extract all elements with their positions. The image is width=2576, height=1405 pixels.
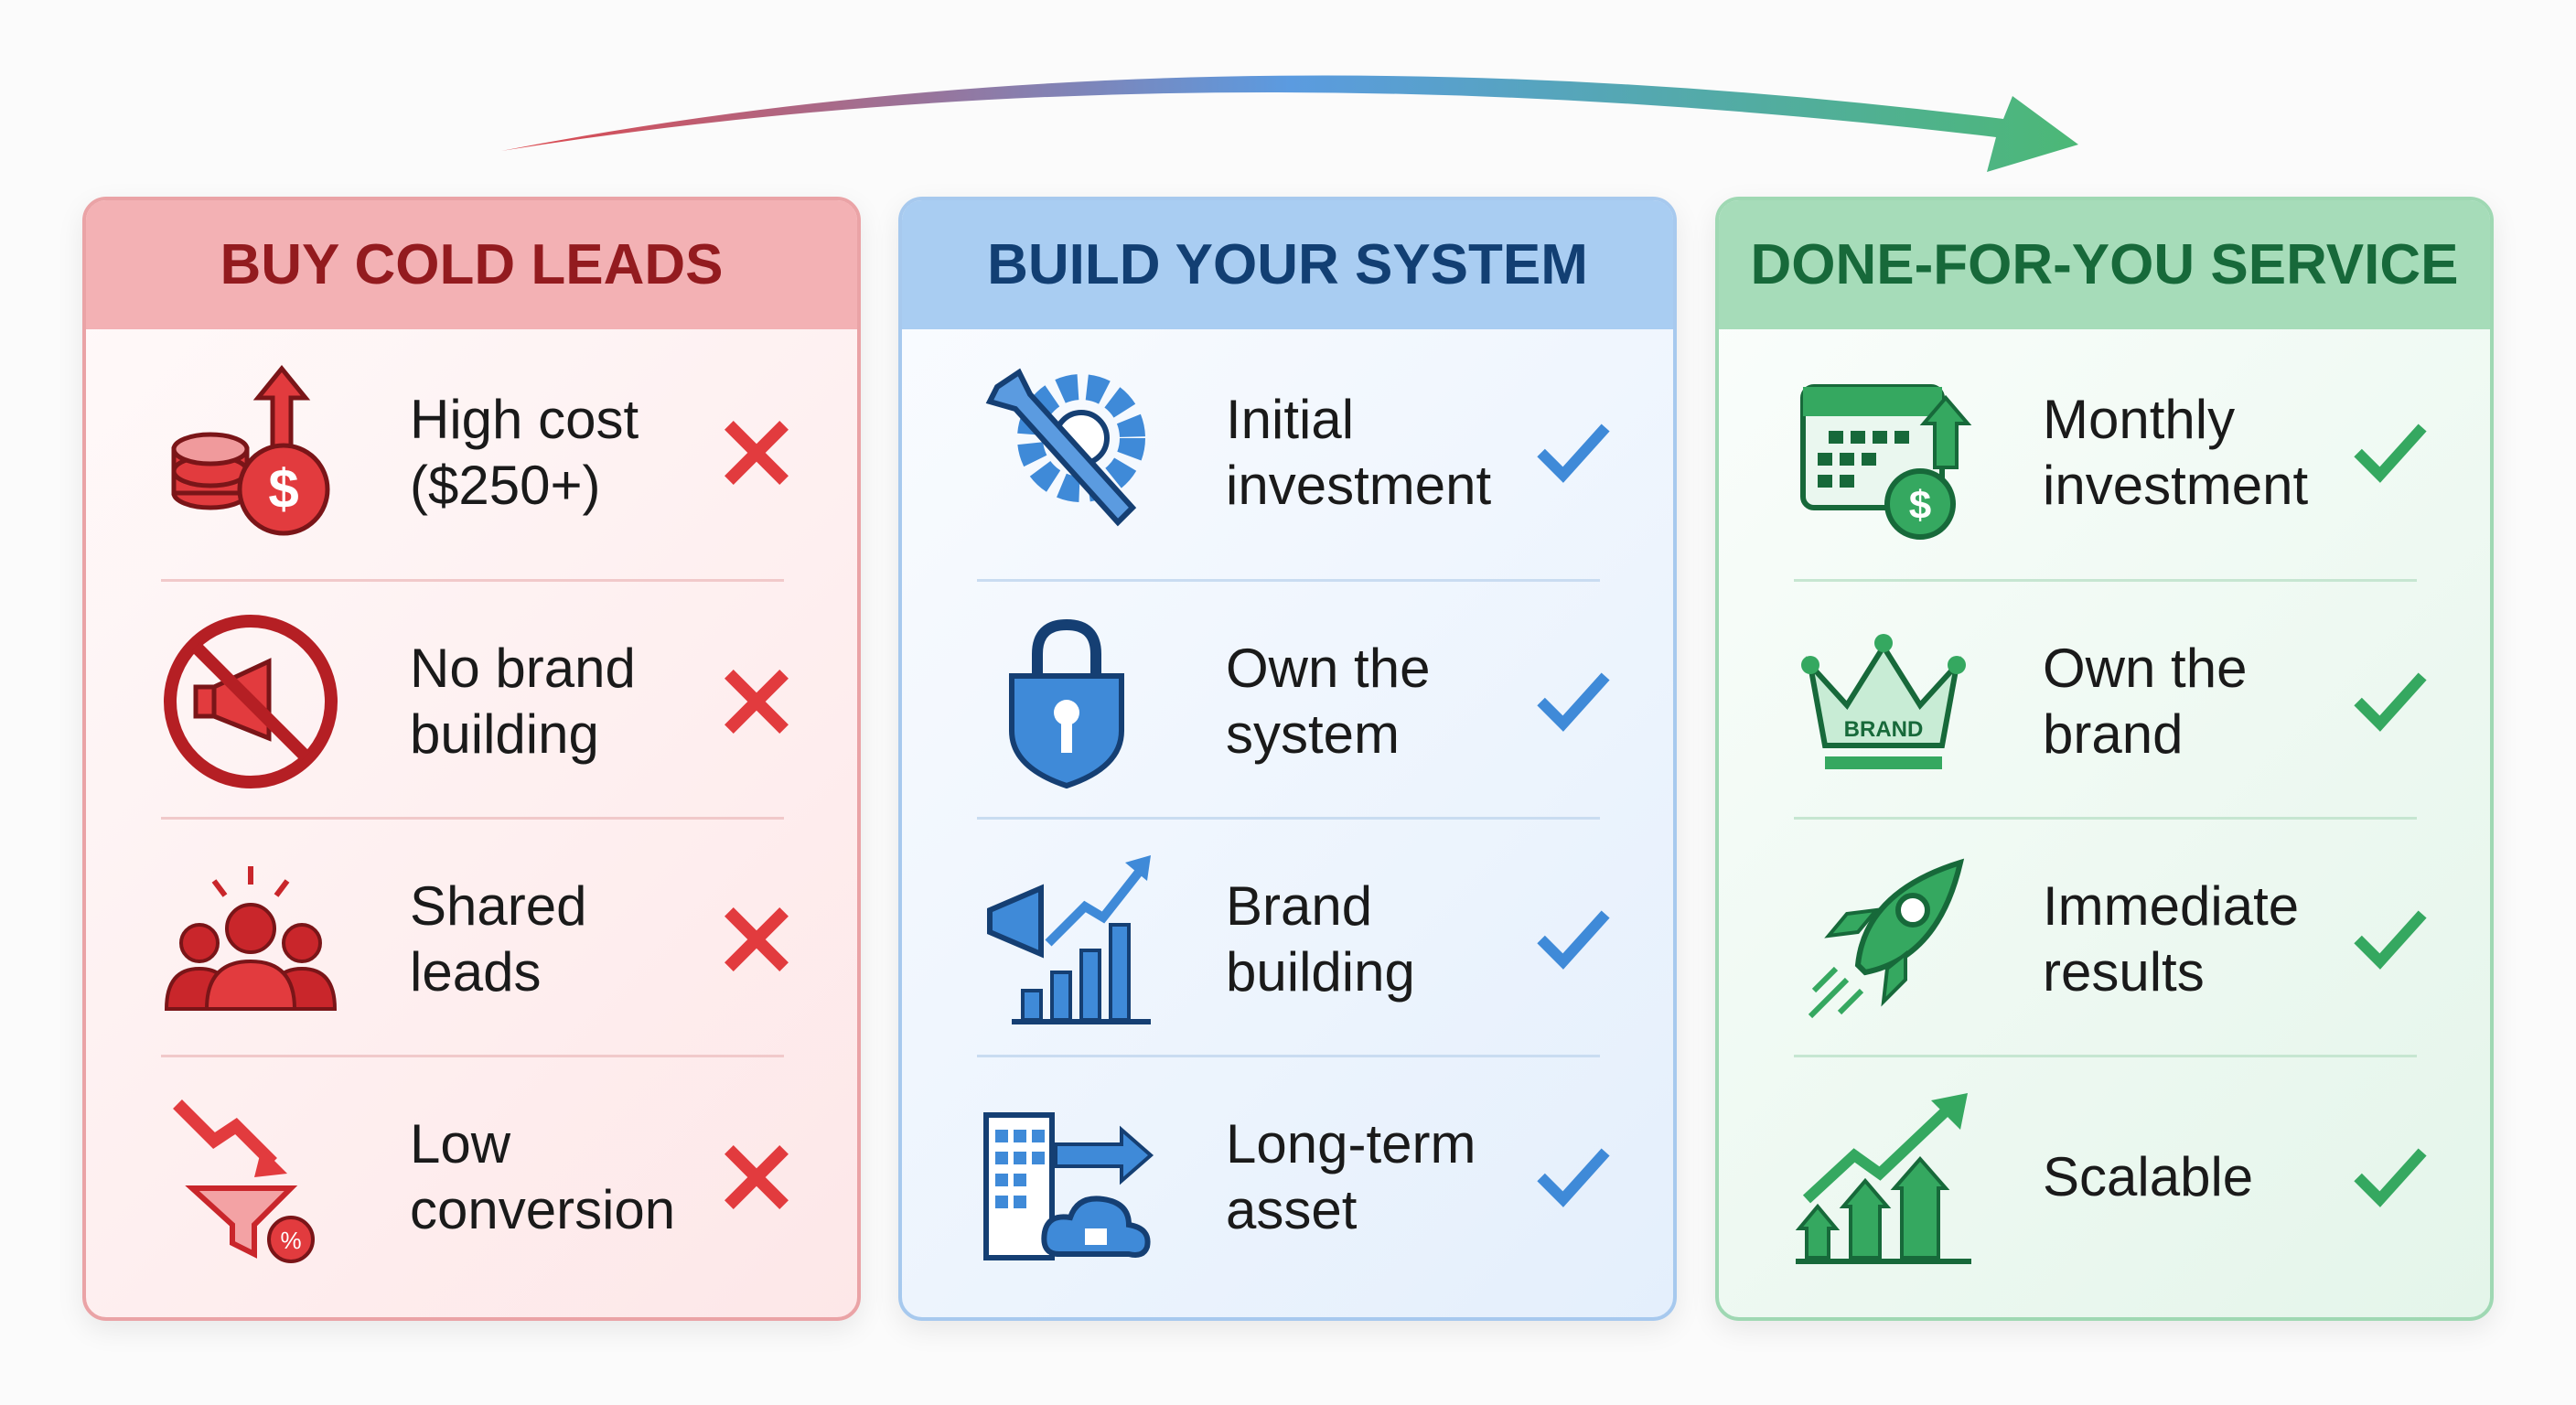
item-label: Brand building [1226,875,1415,1003]
divider [977,1055,1600,1057]
x-icon [724,907,789,971]
building-cloud-icon [983,1112,1154,1260]
item-label: Low conversion [410,1113,676,1240]
column-buy-cold-leads: BUY COLD LEADS $ High cost ($250+) No br… [82,197,861,1321]
column-title: BUILD YOUR SYSTEM [902,200,1673,329]
list-item: BRAND Own the brand [1719,583,2490,820]
list-item: Shared leads [86,820,857,1058]
check-icon [1537,1148,1610,1207]
divider [161,817,784,820]
divider [161,579,784,582]
check-icon [2354,910,2427,970]
list-item: % Low conversion [86,1058,857,1296]
brand-crown-icon: BRAND [1801,634,1966,769]
list-item: $ High cost ($250+) [86,334,857,572]
coins-dollar-up-icon: $ [171,365,330,536]
item-label: Own the system [1226,638,1431,765]
wrench-gear-icon [985,368,1145,527]
column-title: DONE-FOR-YOU SERVICE [1719,200,2490,329]
divider [1794,817,2417,820]
item-label: Immediate results [2043,875,2300,1003]
list-item: Initial investment [902,334,1673,572]
funnel-down-icon: % [173,1099,315,1263]
brand-text: BRAND [1844,717,1924,742]
svg-text:%: % [280,1227,301,1254]
check-icon [2354,672,2427,732]
check-icon [1537,910,1610,970]
list-item: Brand building [902,820,1673,1058]
shared-people-icon [164,866,338,1011]
megaphone-chart-icon [987,855,1151,1024]
list-item: $ Monthly investment [1719,334,2490,572]
x-icon [724,1145,789,1209]
x-icon [724,421,789,485]
item-label: Long-term asset [1226,1113,1476,1240]
calendar-dollar-icon: $ [1800,384,1972,540]
no-megaphone-icon [164,615,338,788]
divider [1794,579,2417,582]
item-label: Shared leads [410,875,587,1003]
check-icon [2354,424,2427,483]
x-icon [724,670,789,734]
column-build-your-system: BUILD YOUR SYSTEM Initial investment Own… [898,197,1677,1321]
list-item: Long-term asset [902,1058,1673,1296]
svg-text:$: $ [1909,483,1931,528]
progression-arrow [501,75,2078,172]
item-label: Scalable [2043,1146,2254,1207]
item-label: Initial investment [1226,389,1492,516]
divider [977,817,1600,820]
check-icon [1537,424,1610,483]
svg-text:$: $ [268,458,298,520]
item-label: No brand building [410,638,636,765]
column-title: BUY COLD LEADS [86,200,857,329]
list-item: Own the system [902,583,1673,820]
item-label: Monthly investment [2043,389,2309,516]
item-label: High cost ($250+) [410,389,639,516]
check-icon [2354,1148,2427,1207]
divider [977,579,1600,582]
list-item: Immediate results [1719,820,2490,1058]
item-label: Own the brand [2043,638,2248,765]
check-icon [1537,672,1610,732]
divider [1794,1055,2417,1057]
divider [161,1055,784,1057]
rocket-icon [1808,858,1965,1019]
lock-shield-icon [1009,618,1124,789]
growth-chart-icon [1795,1093,1971,1264]
list-item: No brand building [86,583,857,820]
column-done-for-you-service: DONE-FOR-YOU SERVICE $ Monthly investmen… [1715,197,2494,1321]
list-item: Scalable [1719,1058,2490,1296]
